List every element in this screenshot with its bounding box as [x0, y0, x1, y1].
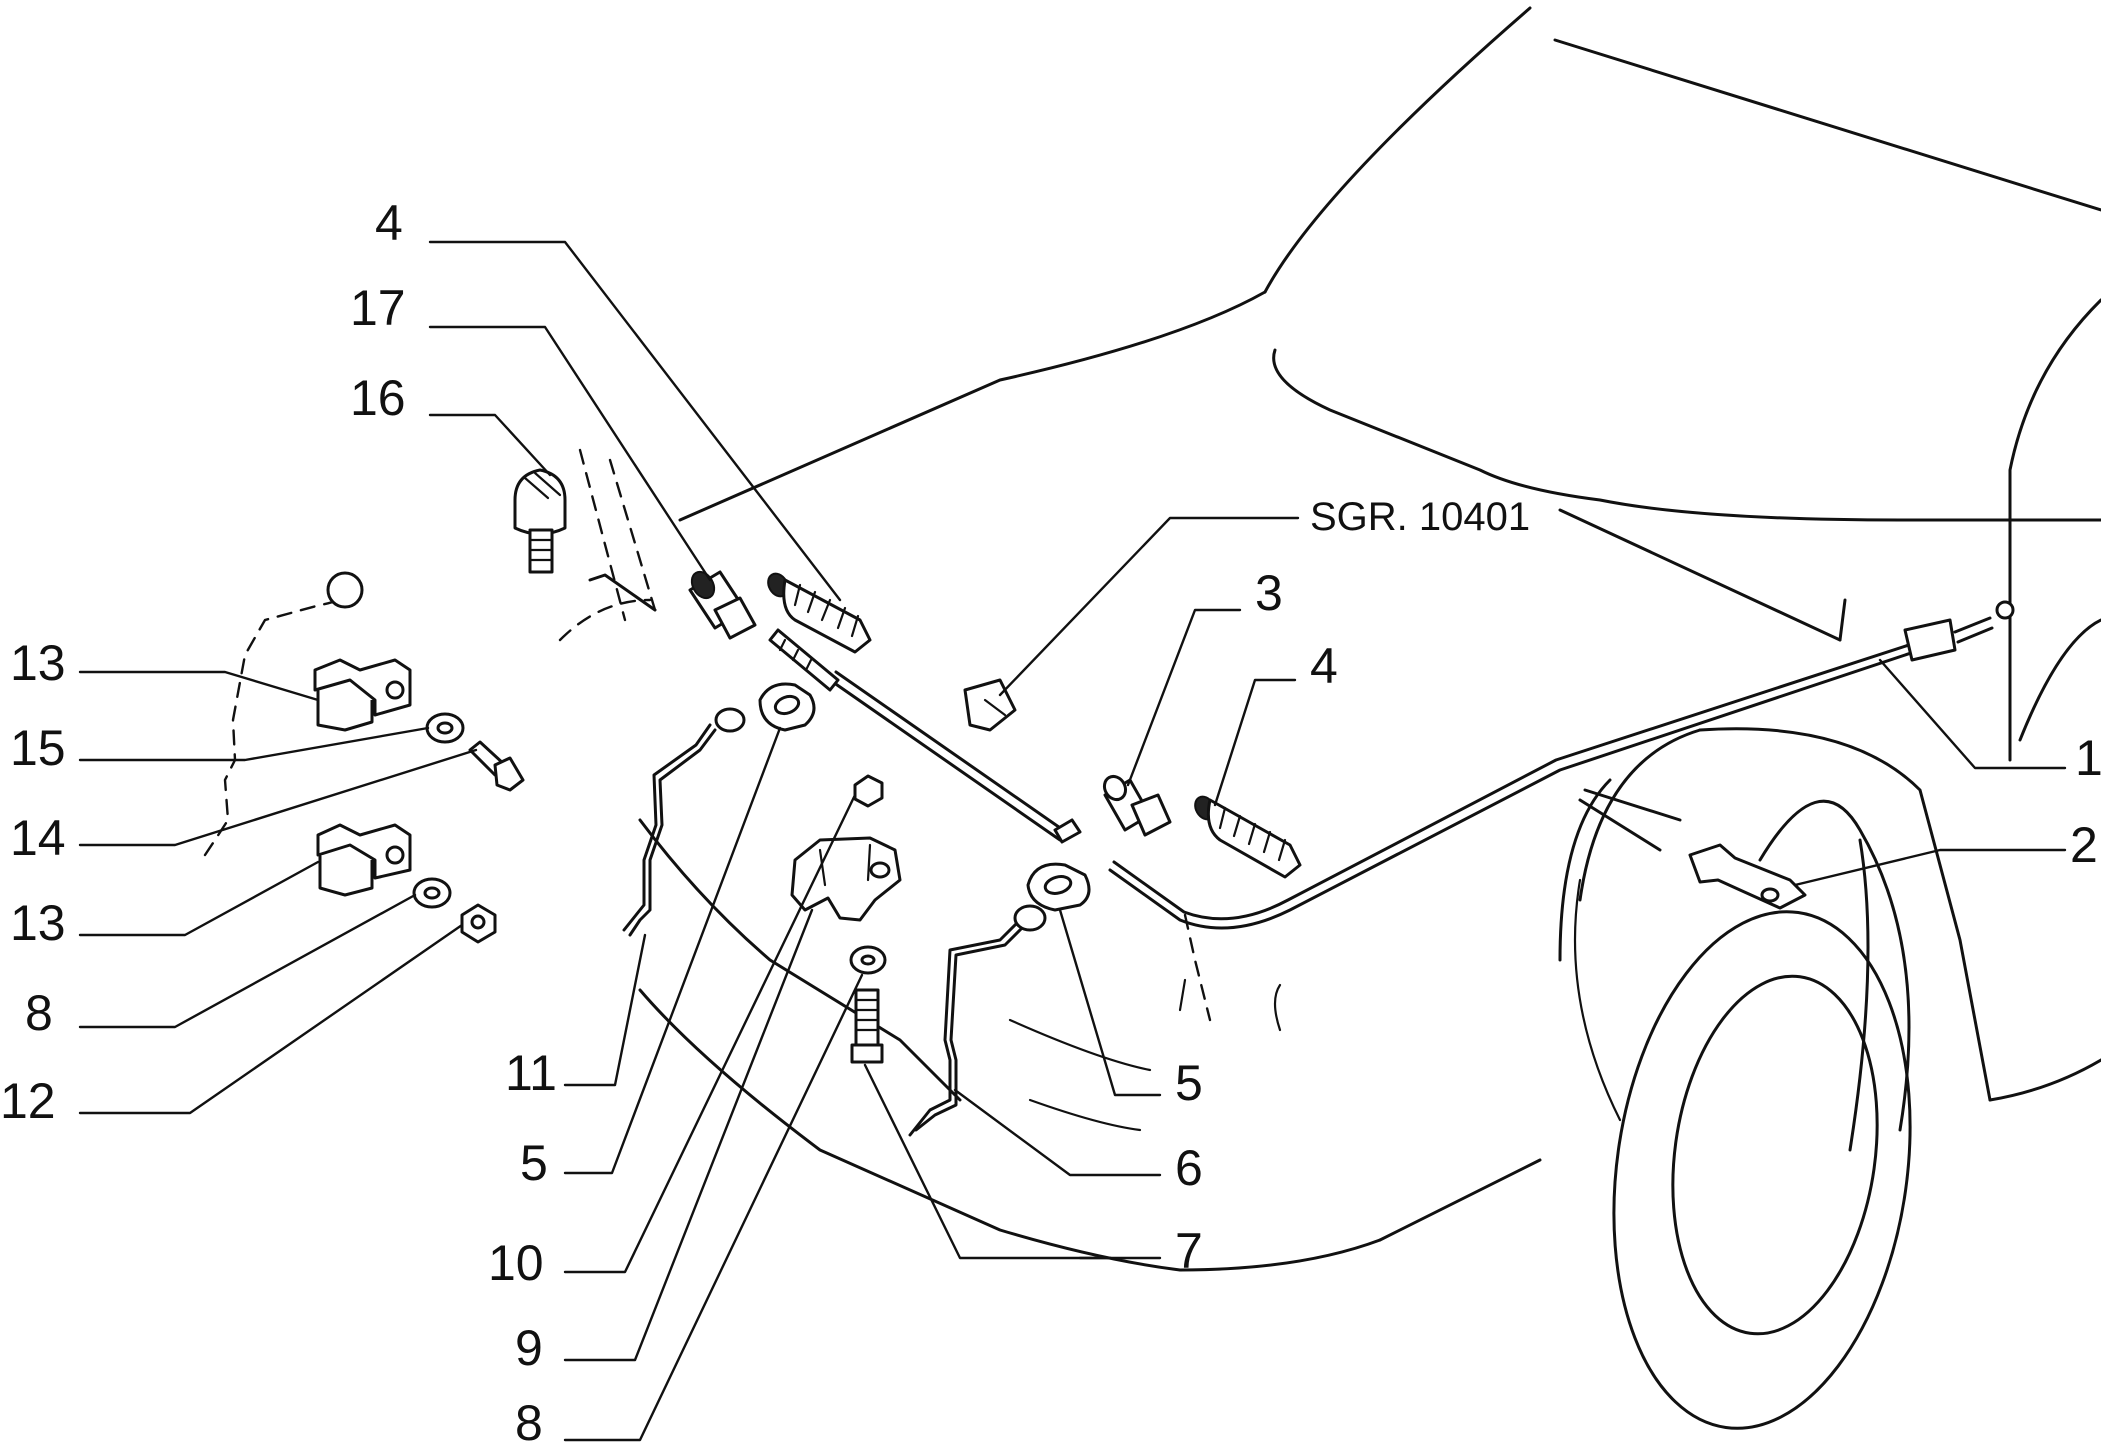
callout-labels: 4 17 16 13 15 14 13 8 12 11 5 10 9 8 3 4… [0, 195, 2101, 1444]
grommet-part-5-right [1026, 862, 1091, 912]
callout-17: 17 [350, 280, 406, 336]
car-body-outline [558, 6, 2101, 1430]
nut-part-12 [460, 903, 497, 944]
callout-5-left: 5 [520, 1135, 548, 1191]
rod-part-11 [622, 707, 746, 937]
washer-part-8-center [849, 945, 887, 975]
callout-5-right: 5 [1175, 1055, 1203, 1111]
callout-13-upper: 13 [10, 635, 66, 691]
callout-8-bottom: 8 [515, 1395, 543, 1444]
washer-part-15 [425, 712, 465, 744]
leader-lines [78, 240, 2067, 1442]
callout-12: 12 [0, 1073, 56, 1129]
callout-6: 6 [1175, 1140, 1203, 1196]
callout-1: 1 [2075, 730, 2101, 786]
callout-4-top: 4 [375, 195, 403, 251]
callout-3: 3 [1255, 565, 1283, 621]
callout-2: 2 [2070, 817, 2098, 873]
callout-13-lower: 13 [10, 895, 66, 951]
knob-screw-part-16 [513, 468, 567, 574]
latch-bracket [790, 836, 902, 922]
bolt-part-14 [468, 740, 525, 792]
callout-7: 7 [1175, 1223, 1203, 1279]
washer-part-8-left [412, 877, 452, 909]
bracket-part-13-lower [316, 823, 412, 897]
callout-14: 14 [10, 810, 66, 866]
cable-clamp-part-2 [1688, 843, 1807, 910]
spring-part-4-left [767, 572, 872, 654]
callout-10: 10 [488, 1235, 544, 1291]
bush-part-17 [688, 570, 757, 640]
callout-16: 16 [350, 370, 406, 426]
nut-part-10 [853, 774, 884, 808]
rod-part-6 [908, 904, 1047, 1137]
bush-part-3 [1102, 774, 1172, 837]
callout-15: 15 [10, 720, 66, 776]
callout-11: 11 [505, 1045, 557, 1101]
rod-dashed [203, 571, 364, 857]
callout-9: 9 [515, 1320, 543, 1376]
reference-code-label: SGR. 10401 [1310, 495, 1530, 539]
grommet-part-5-left [758, 682, 816, 732]
callout-4-right: 4 [1310, 638, 1338, 694]
bracket-part-13-upper [313, 658, 412, 732]
hood-release-cable [768, 600, 2015, 930]
callout-8-left: 8 [25, 985, 53, 1041]
spring-part-4-right [1194, 795, 1302, 879]
bolt-part-7 [850, 988, 884, 1064]
